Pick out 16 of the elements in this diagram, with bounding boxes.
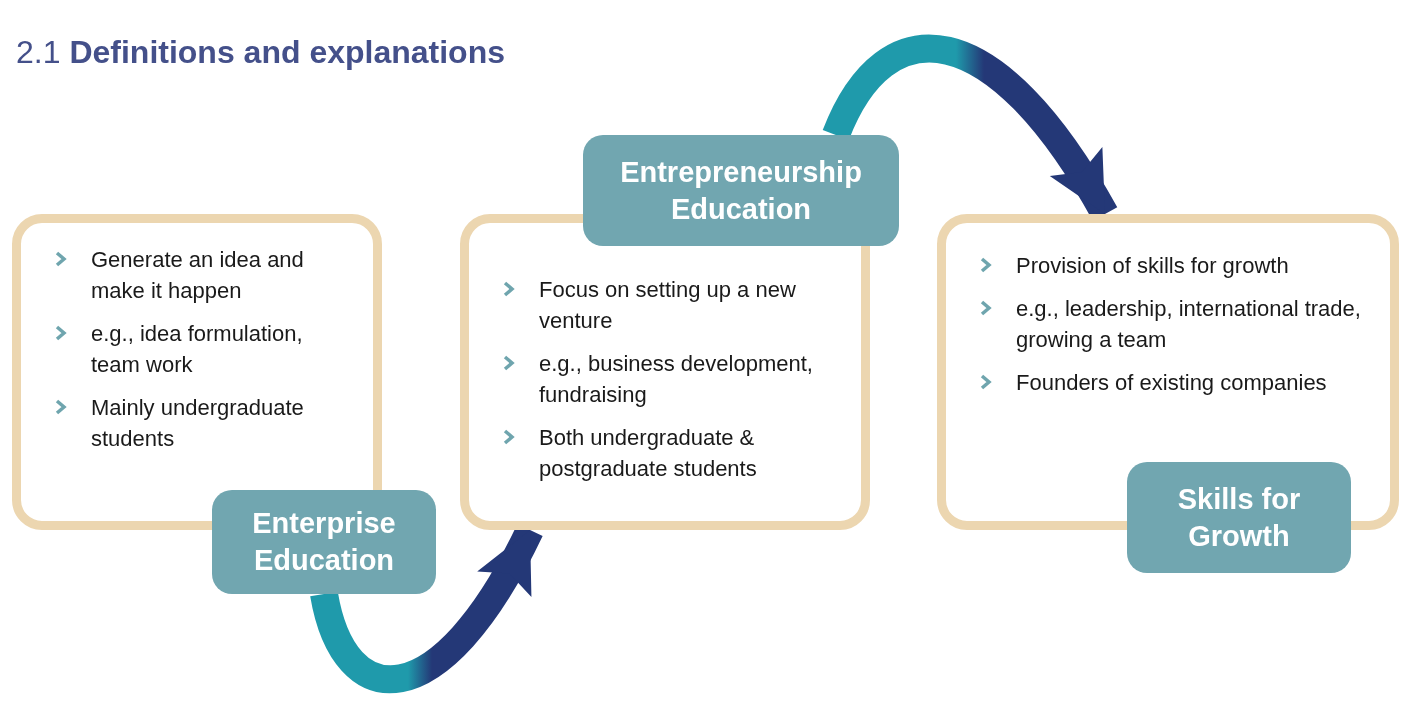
bullet-text: e.g., idea formulation, team work bbox=[91, 320, 304, 379]
stage-label-box bbox=[1127, 462, 1351, 573]
bullet-text: Generate an idea and make it happen bbox=[91, 246, 305, 305]
bullet-text: Founders of existing companies bbox=[1016, 369, 1327, 397]
stage-label-box bbox=[212, 490, 436, 594]
bullet-text: e.g., business development, fundraising bbox=[539, 350, 814, 409]
stage-title: Entrepreneurship Education bbox=[619, 154, 863, 227]
bullet-text: Focus on setting up a new venture bbox=[539, 276, 797, 335]
section-title: 2.1 Definitions and explanations bbox=[16, 33, 505, 72]
stage-title: Enterprise Education bbox=[251, 506, 397, 578]
stage-title: Skills for Growth bbox=[1176, 481, 1302, 554]
bullet-text: Mainly undergraduate students bbox=[91, 394, 305, 453]
bullet-text: e.g., leadership, international trade, growing a team bbox=[1016, 295, 1362, 354]
bullet-text: Provision of skills for growth bbox=[1016, 252, 1289, 280]
stage-label-box bbox=[583, 135, 899, 246]
bullet-text: Both undergraduate & postgraduate students bbox=[539, 424, 758, 483]
